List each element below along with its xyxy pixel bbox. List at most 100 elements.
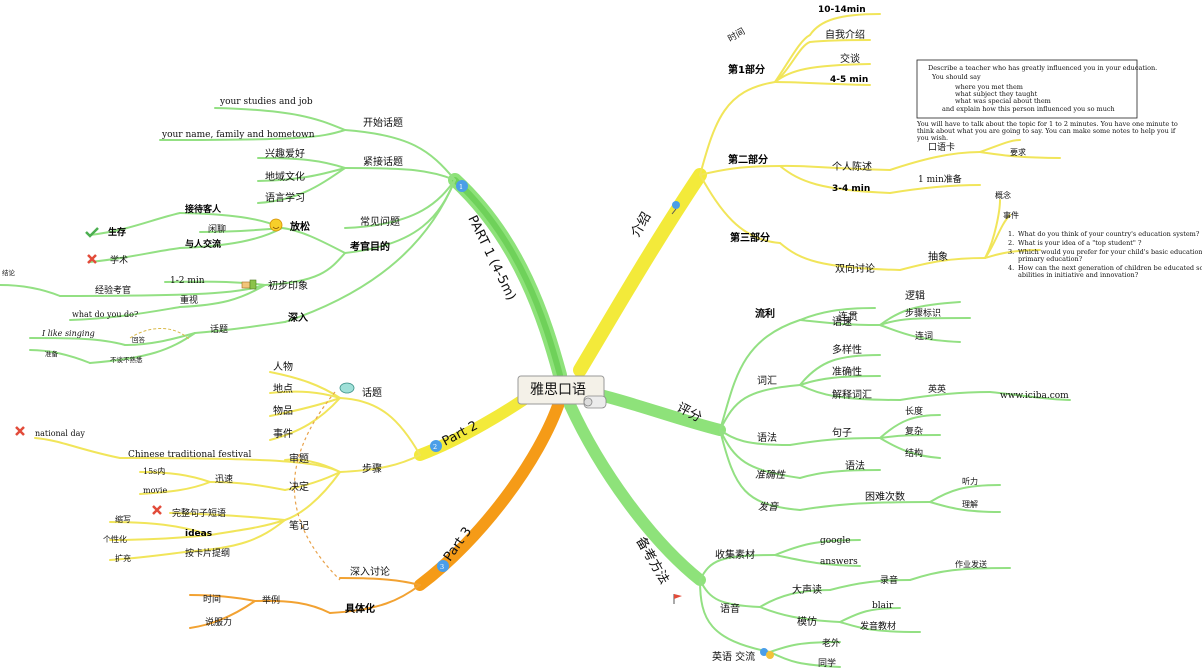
part1-jinjie-item-3[interactable]: 语言学习 <box>265 191 305 204</box>
part1-shengcun[interactable]: 生存 <box>108 226 126 238</box>
score-buzhou[interactable]: 步骤标识 <box>905 307 941 319</box>
part2-gexinghua[interactable]: 个性化 <box>103 534 127 544</box>
part2-movie[interactable]: movie <box>143 486 167 495</box>
intro-p1-time[interactable]: 10-14min <box>818 5 866 15</box>
part1-huati[interactable]: 话题 <box>210 323 228 335</box>
score-zhunque[interactable]: 准确性 <box>832 365 862 378</box>
method-jiaocai[interactable]: 发音教材 <box>860 620 896 632</box>
part1-kaishi[interactable]: 开始话题 <box>363 116 403 129</box>
score-liuli[interactable]: 流利 <box>755 307 775 320</box>
score-iciba[interactable]: www.iciba.com <box>1000 391 1069 401</box>
part2-ideas[interactable]: ideas <box>185 529 212 539</box>
part2-anka[interactable]: 按卡片提纲 <box>185 547 230 559</box>
method-dasheng[interactable]: 大声读 <box>792 583 822 596</box>
score-yingying[interactable]: 英英 <box>928 383 946 395</box>
score-luoji[interactable]: 逻辑 <box>905 289 925 302</box>
intro-p2-yaoqiu[interactable]: 要求 <box>1010 147 1026 157</box>
intro-p3-gainian[interactable]: 概念 <box>995 190 1011 200</box>
part2-huati-item-3[interactable]: 物品 <box>273 404 293 417</box>
score-kunnan[interactable]: 困难次数 <box>865 490 905 503</box>
part3-juti[interactable]: 具体化 <box>344 602 375 615</box>
part2-suoxie[interactable]: 缩写 <box>115 514 131 524</box>
intro-p2-chenshu[interactable]: 个人陈述 <box>832 160 872 173</box>
intro-p2-dur[interactable]: 3-4 min <box>832 184 870 194</box>
part2-huati-item-4[interactable]: 事件 <box>273 427 293 440</box>
score-changdu[interactable]: 长度 <box>905 405 923 417</box>
method-luyin[interactable]: 录音 <box>880 574 898 586</box>
score-duoyang[interactable]: 多样性 <box>832 343 862 356</box>
method-tongxue[interactable]: 同学 <box>818 657 836 669</box>
intro-p1-jiaotan[interactable]: 交谈 <box>840 52 860 65</box>
part1-chubu-time[interactable]: 1-2 min <box>170 276 205 286</box>
part1-yuren[interactable]: 与人交流 <box>185 238 221 250</box>
intro-p3[interactable]: 第三部分 <box>730 231 770 244</box>
part1-jinjie[interactable]: 紧接话题 <box>363 155 403 168</box>
score-zhunquexing[interactable]: 准确性 <box>755 469 786 481</box>
intro-p3-taolun[interactable]: 双向讨论 <box>835 262 875 275</box>
score-fuza[interactable]: 复杂 <box>905 425 923 437</box>
part3-juli[interactable]: 举例 <box>262 594 280 606</box>
part2-huati-item-1[interactable]: 人物 <box>273 360 293 373</box>
part3-shuofu[interactable]: 说服力 <box>205 616 232 628</box>
method-mofang[interactable]: 模仿 <box>797 615 817 628</box>
part1-sing[interactable]: I like singing <box>41 329 95 338</box>
part1-changjian[interactable]: 常见问题 <box>360 215 400 228</box>
method-google[interactable]: google <box>820 536 851 546</box>
method-jiaoliu[interactable]: 英语 交流 <box>712 650 755 663</box>
score-cihui[interactable]: 词汇 <box>757 374 777 387</box>
central-topic[interactable]: 雅思口语 <box>517 375 607 409</box>
part1-zhongshi[interactable]: 重视 <box>180 294 198 306</box>
part2-15s[interactable]: 15s内 <box>143 466 165 476</box>
part1-shenru[interactable]: 深入 <box>288 311 308 324</box>
method-blair[interactable]: blair <box>872 601 894 611</box>
part2-xunsu[interactable]: 迅速 <box>215 474 233 485</box>
intro-p2-kouyuka[interactable]: 口语卡 <box>928 141 955 153</box>
part1-jingyan[interactable]: 经验考官 <box>95 284 131 296</box>
method-shouji[interactable]: 收集素材 <box>715 548 755 561</box>
score-zhunquexing-yufa[interactable]: 语法 <box>845 459 865 472</box>
intro-p3-chouxiang[interactable]: 抽象 <box>928 250 948 263</box>
part1-jiedai[interactable]: 接待客人 <box>185 203 222 215</box>
score-tingli[interactable]: 听力 <box>962 476 978 486</box>
part1-jinjie-item-2[interactable]: 地域文化 <box>265 170 305 183</box>
method-zuoye[interactable]: 作业发送 <box>955 559 987 569</box>
score-yusu[interactable]: 语速 <box>832 316 852 328</box>
part2-buzhou[interactable]: 步骤 <box>362 463 382 475</box>
score-fayin[interactable]: 发音 <box>758 501 779 513</box>
part2-nd[interactable]: national day <box>35 429 85 438</box>
part1-fangsong[interactable]: 放松 <box>289 220 310 233</box>
part2-huati[interactable]: 话题 <box>362 387 382 399</box>
part2-biji[interactable]: 笔记 <box>289 519 309 532</box>
part1-xianliao[interactable]: 闲聊 <box>208 223 226 235</box>
score-lianguan[interactable]: 连贯 <box>838 310 858 323</box>
part1-kaishi-item-2[interactable]: your name, family and hometown <box>161 130 315 140</box>
part1-chubu[interactable]: 初步印象 <box>268 279 308 292</box>
intro-p1-ziwo[interactable]: 自我介绍 <box>825 28 865 41</box>
method-yuyin[interactable]: 语音 <box>720 602 740 615</box>
part2-shenti[interactable]: 审题 <box>289 452 309 465</box>
part1-jielun[interactable]: 结论 <box>2 268 16 277</box>
part3-shenru[interactable]: 深入讨论 <box>350 565 390 578</box>
score-lianci[interactable]: 连词 <box>915 330 933 342</box>
score-jieshi[interactable]: 解释词汇 <box>832 388 872 401</box>
part3-shijian[interactable]: 时间 <box>203 593 221 605</box>
intro-p1[interactable]: 第1部分 <box>728 63 765 76</box>
part2-juedi[interactable]: 决定 <box>289 480 309 493</box>
part1-huida[interactable]: 回答 <box>132 335 146 344</box>
intro-p1-shijian[interactable]: 时间 <box>726 25 748 44</box>
intro-p2[interactable]: 第二部分 <box>728 153 768 166</box>
score-yufa[interactable]: 语法 <box>757 431 777 444</box>
part2-festival[interactable]: Chinese traditional festival <box>128 450 251 460</box>
method-answers[interactable]: answers <box>820 557 858 567</box>
part1-jinjie-item-1[interactable]: 兴趣爱好 <box>265 147 305 160</box>
part1-xueshu[interactable]: 学术 <box>110 254 128 266</box>
intro-p3-shijian[interactable]: 事件 <box>1003 210 1019 220</box>
part1-buyan[interactable]: 不谈不熟悉 <box>110 355 143 364</box>
part2-wanzheng[interactable]: 完整句子短语 <box>172 507 226 519</box>
score-lijie[interactable]: 理解 <box>962 499 978 509</box>
part2-kuochong[interactable]: 扩充 <box>115 553 131 563</box>
score-jiegou[interactable]: 结构 <box>905 447 923 459</box>
part1-kaishi-item-1[interactable]: your studies and job <box>219 97 313 107</box>
score-juzi[interactable]: 句子 <box>832 426 852 439</box>
method-laowai[interactable]: 老外 <box>822 637 840 649</box>
